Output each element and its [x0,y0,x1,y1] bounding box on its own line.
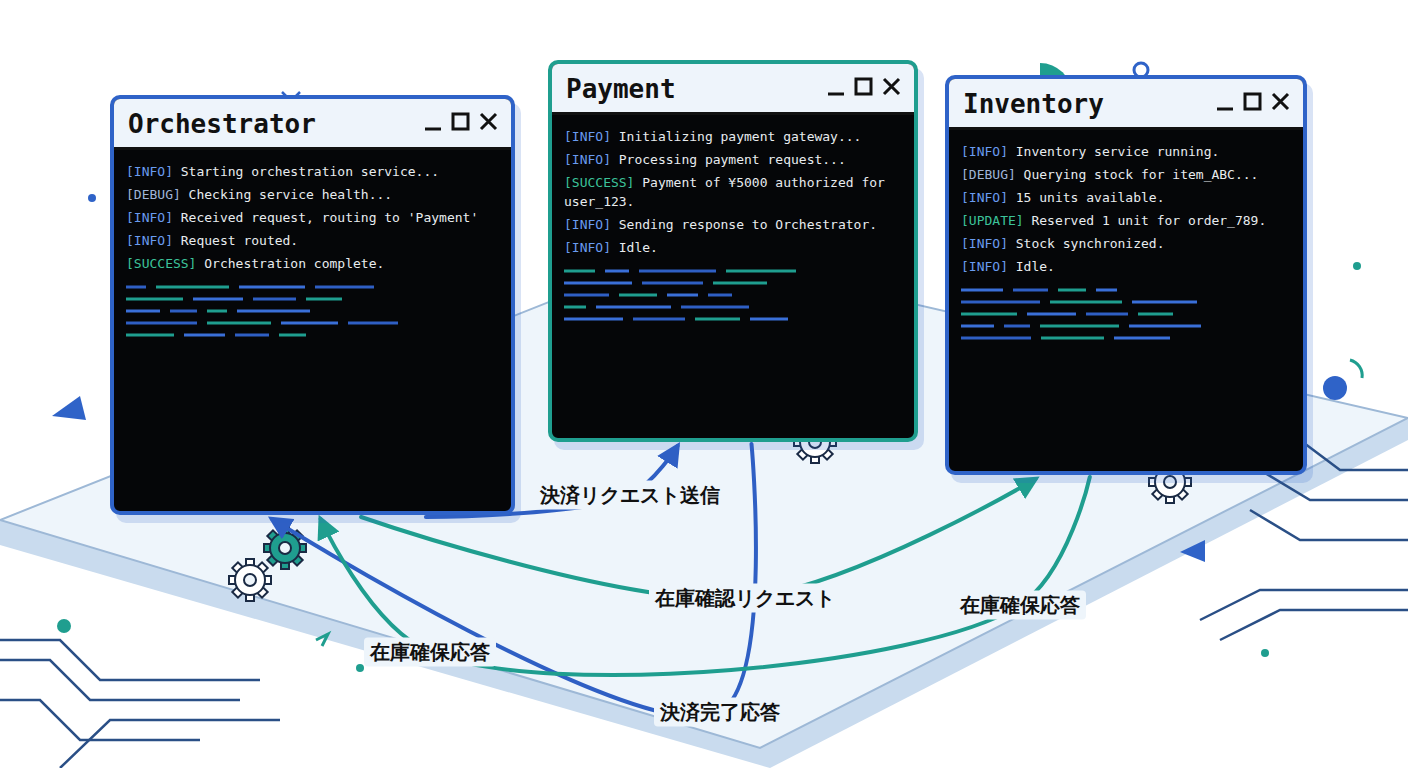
window-controls [824,74,904,100]
log-line: [INFO] Sending response to Orchestrator. [564,215,902,234]
log-line: [INFO] Initializing payment gateway... [564,127,902,146]
window-controls [421,109,501,135]
edge-label: 在庫確認リクエスト [649,584,841,613]
window-controls [1213,89,1293,115]
log-dashes [564,265,894,329]
log-line: [DEBUG] Querying stock for item_ABC... [961,165,1291,184]
window-title: Payment [566,74,818,104]
log-line: [UPDATE] Reserved 1 unit for order_789. [961,211,1291,230]
log-body: [INFO] Starting orchestration service...… [114,150,511,353]
log-line: [INFO] Received request, routing to 'Pay… [126,208,499,227]
log-body: [INFO] Inventory service running. [DEBUG]… [949,130,1303,356]
window-title: Orchestrator [128,109,415,139]
flow-label: 在庫確保応答 [364,638,496,667]
window-titlebar: Orchestrator [114,99,511,150]
gear-icon [229,559,271,601]
log-line: [SUCCESS] Payment of ¥5000 authorized fo… [564,173,902,211]
window-titlebar: Payment [552,64,914,115]
log-line: [INFO] Starting orchestration service... [126,162,499,181]
edge-label: 在庫確保応答 [954,591,1086,620]
log-line: [SUCCESS] Orchestration complete. [126,254,499,273]
edge-label: 決済完了応答 [654,698,786,727]
log-line: [INFO] Request routed. [126,231,499,250]
log-line: [INFO] Idle. [564,238,902,257]
log-dashes [961,284,1283,348]
log-line: [INFO] 15 units available. [961,188,1291,207]
window-title: Inventory [963,89,1207,119]
window-titlebar: Inventory [949,79,1303,130]
terminal-window: Orchestrator [INFO] Starting orchestratio… [110,95,515,515]
terminal-window: Payment [INFO] Initializing payment gatew… [548,60,918,442]
log-line: [INFO] Inventory service running. [961,142,1291,161]
terminal-window: Inventory [INFO] Inventory service runnin… [945,75,1307,475]
edge-label: 決済リクエスト送信 [534,481,726,510]
log-dashes [126,281,491,345]
log-line: [INFO] Idle. [961,257,1291,276]
log-line: [INFO] Processing payment request... [564,150,902,169]
log-line: [INFO] Stock synchronized. [961,234,1291,253]
gear-icon [264,527,306,569]
log-body: [INFO] Initializing payment gateway... [I… [552,115,914,337]
log-line: [DEBUG] Checking service health... [126,185,499,204]
